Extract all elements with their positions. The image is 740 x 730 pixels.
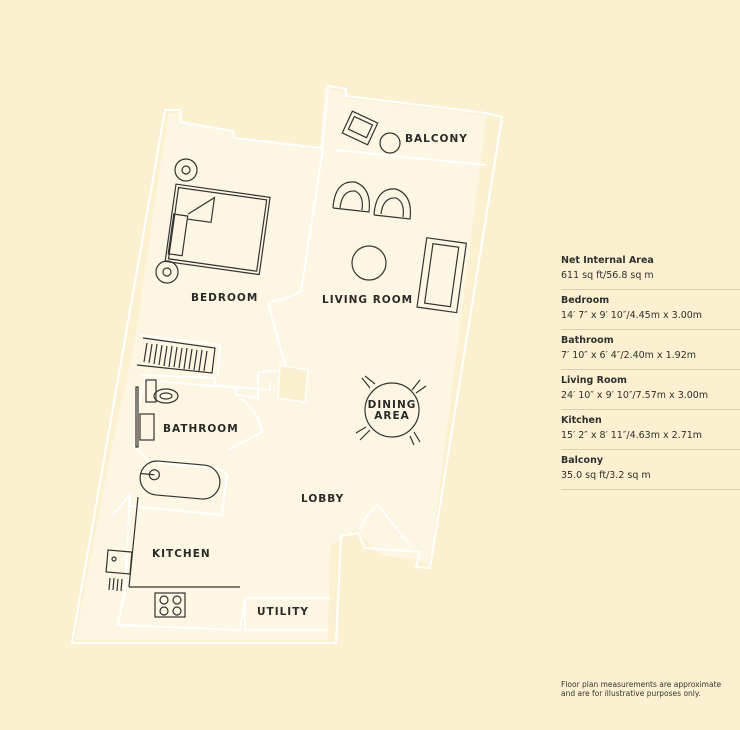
room-label-utility: UTILITY (257, 606, 309, 618)
nightstand-icon (174, 158, 198, 182)
room-label-lobby: LOBBY (301, 493, 344, 505)
area-value: 15′ 2″ x 8′ 11″/4.63m x 2.71m (561, 430, 703, 441)
coffee-table-icon (351, 245, 387, 281)
wall-bathroom-lower (134, 379, 146, 419)
area-row: Bathroom 7′ 10″ x 6′ 4″/2.40m x 1.92m (561, 330, 740, 370)
area-name: Bathroom (561, 335, 614, 346)
armchair-icon (373, 188, 412, 220)
room-label-kitchen: KITCHEN (152, 548, 211, 560)
area-row: Balcony 35.0 sq ft/3.2 sq m (561, 450, 740, 490)
bed-icon (164, 183, 271, 276)
area-row: Living Room 24′ 10″ x 9′ 10″/7.57m x 3.00… (561, 370, 740, 410)
side-table-balcony-icon (379, 132, 401, 154)
room-label-bedroom: BEDROOM (191, 292, 258, 304)
toilet-icon (145, 379, 179, 404)
sofa-icon (416, 237, 468, 314)
area-name: Net Internal Area (561, 255, 654, 266)
wall-wardrobe (139, 334, 222, 376)
area-name: Balcony (561, 455, 604, 466)
armchair-balcony-icon (341, 110, 379, 146)
nightstand-icon (155, 260, 179, 284)
hob-icon (154, 592, 186, 618)
area-name: Bedroom (561, 295, 610, 306)
door-swing-entrance (359, 503, 411, 546)
area-row: Bedroom 14′ 7″ x 9′ 10″/4.45m x 3.00m (561, 290, 740, 330)
wall-utility (244, 598, 327, 631)
apartment-interior (75, 88, 487, 640)
wall-balcony (334, 149, 487, 166)
room-label-balcony: BALCONY (405, 133, 468, 145)
counter-edge (128, 496, 139, 588)
area-value: 24′ 10″ x 9′ 10″/7.57m x 3.00m (561, 390, 709, 401)
dining-table-icon (355, 375, 427, 446)
area-name: Kitchen (561, 415, 602, 426)
outer-wall (70, 84, 504, 644)
footnote: Floor plan measurements are approximate … (561, 680, 722, 698)
wardrobe-icon (136, 337, 216, 374)
area-row: Kitchen 15′ 2″ x 8′ 11″/4.63m x 2.71m (561, 410, 740, 450)
armchair-icon (332, 181, 371, 213)
area-value: 35.0 sq ft/3.2 sq m (561, 470, 651, 481)
area-schedule: Net Internal Area 611 sq ft/56.8 sq m Bed… (561, 250, 740, 490)
wall-bedroom-bathroom (139, 374, 271, 392)
area-row: Net Internal Area 611 sq ft/56.8 sq m (561, 250, 740, 290)
sink-icon (135, 386, 155, 448)
bathtub-icon (139, 460, 221, 500)
room-label-living-room: LIVING ROOM (322, 294, 413, 306)
area-name: Living Room (561, 375, 627, 386)
room-label-bathroom: BATHROOM (163, 423, 239, 435)
room-label-dining-2: AREA (374, 410, 410, 422)
door-swing-bedroom (267, 291, 301, 366)
area-value: 611 sq ft/56.8 sq m (561, 270, 654, 281)
area-value: 14′ 7″ x 9′ 10″/4.45m x 3.00m (561, 310, 703, 321)
wall-bath-kitchen (129, 444, 229, 517)
column (277, 364, 309, 403)
wall-bedroom-living (300, 147, 324, 293)
area-value: 7′ 10″ x 6′ 4″/2.40m x 1.92m (561, 350, 697, 361)
door-swing-bathroom (227, 397, 264, 451)
room-label-dining-1: DINING (368, 399, 417, 411)
